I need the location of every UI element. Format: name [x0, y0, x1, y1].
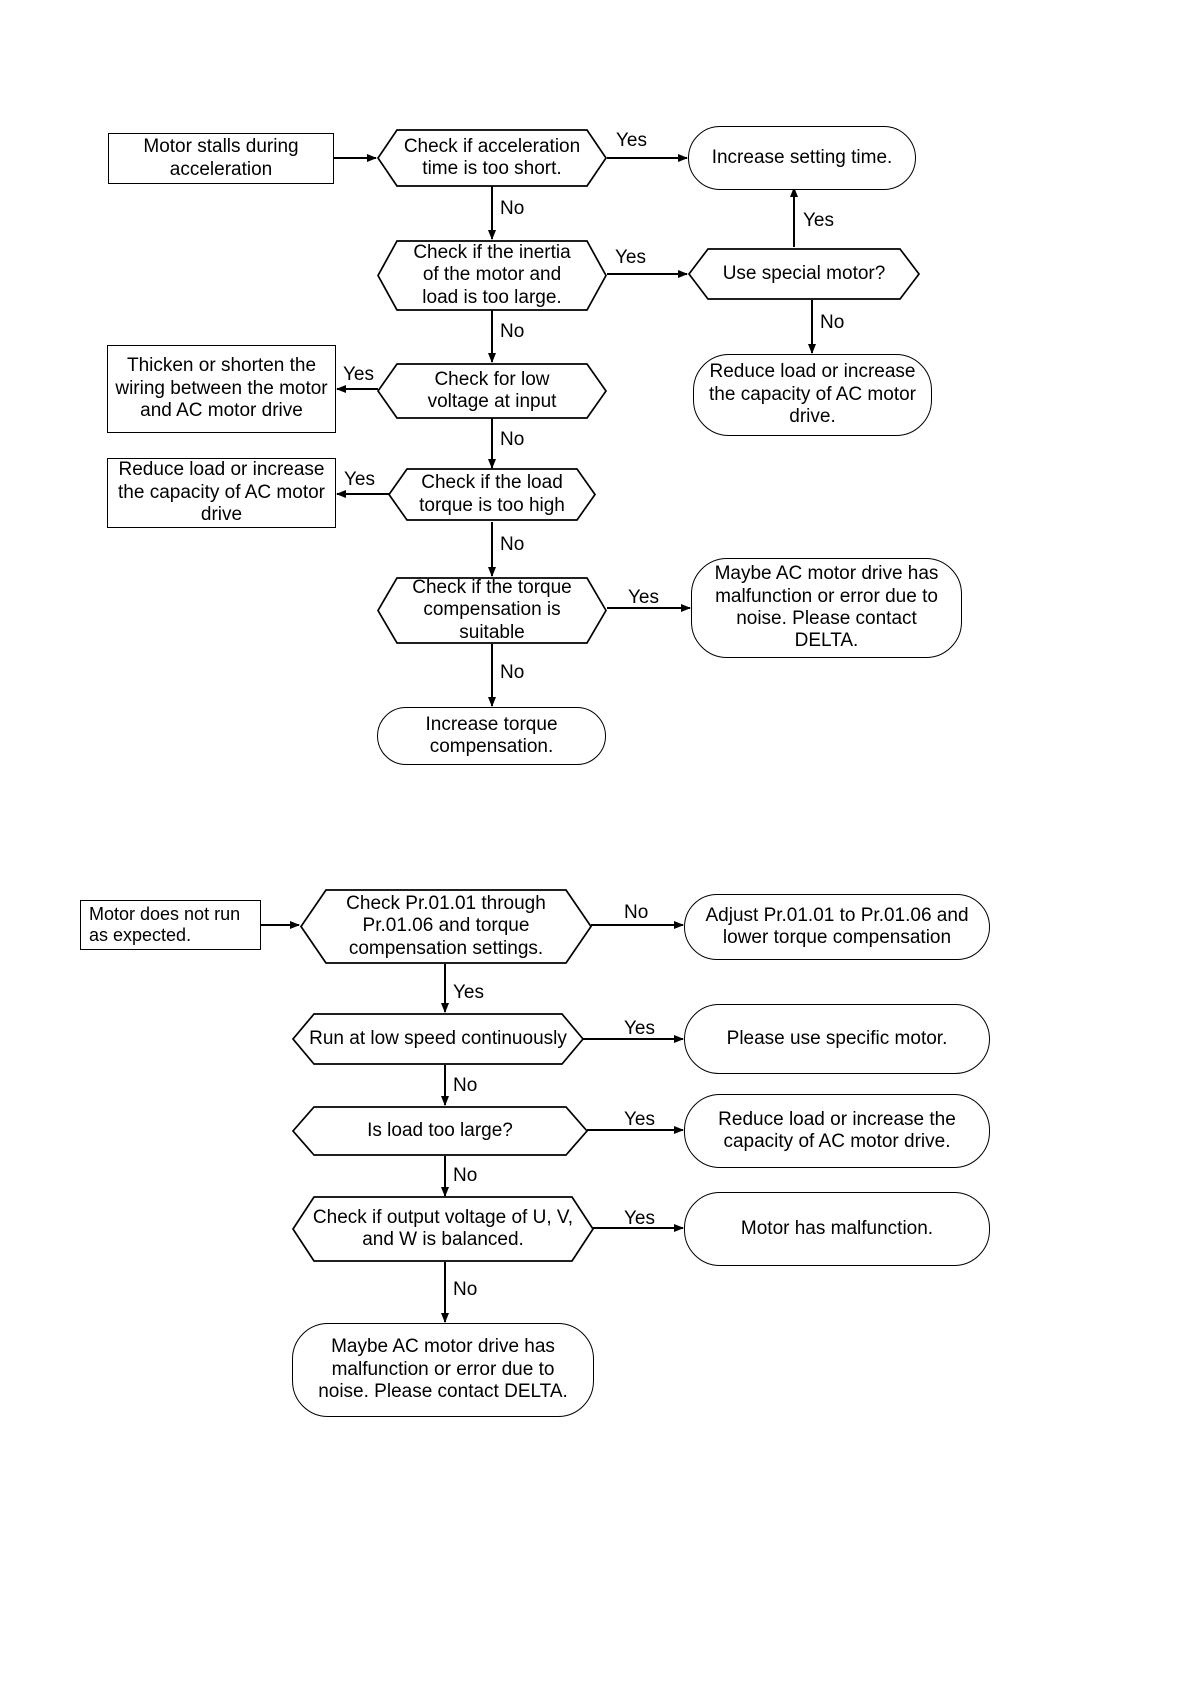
fc1-decision-special-motor-label: Use special motor? — [722, 262, 886, 284]
fc1-edge-special-motor-no: No — [820, 312, 845, 333]
fc2-decision-check-pr: Check Pr.01.01 through Pr.01.06 and torq… — [299, 889, 593, 964]
fc2-edge-d2-no: No — [453, 1075, 478, 1096]
fc2-edge-d1-no: No — [624, 902, 649, 923]
fc1-edge-d5-no: No — [500, 662, 525, 683]
fc1-edge-d4-no: No — [500, 534, 525, 555]
fc2-edge-d4-yes: Yes — [624, 1208, 655, 1229]
fc1-result-increase-torque-comp: Increase torque compensation. — [377, 707, 606, 765]
fc1-start-label: Motor stalls during acceleration — [143, 136, 299, 180]
fc1-edge-d2-no: No — [500, 321, 525, 342]
fc2-decision-output-voltage: Check if output voltage of U, V, and W i… — [291, 1196, 595, 1262]
fc1-decision-low-voltage: Check for low voltage at input — [376, 363, 608, 419]
fc1-result-maybe-drive-malfunction: Maybe AC motor drive has malfunction or … — [691, 558, 962, 658]
fc2-result-reduce-load-capacity-label: Reduce load or increase the capacity of … — [718, 1108, 956, 1152]
fc1-decision-low-voltage-label: Check for low voltage at input — [427, 368, 557, 412]
fc2-start-label: Motor does not run as expected. — [89, 903, 241, 945]
fc1-start-motor-stalls: Motor stalls during acceleration — [108, 133, 334, 184]
fc1-edge-d4-yes: Yes — [344, 469, 375, 490]
fc2-decision-low-speed-label: Run at low speed continuously — [309, 1027, 567, 1049]
fc2-result-maybe-drive-malfunction: Maybe AC motor drive has malfunction or … — [292, 1323, 594, 1417]
fc1-edge-special-motor-yes: Yes — [803, 210, 834, 231]
fc1-result-reduce-load-capacity-2-label: Reduce load or increase the capacity of … — [118, 459, 325, 526]
fc1-decision-load-torque: Check if the load torque is too high — [387, 468, 597, 521]
fc1-decision-torque-comp-label: Check if the torque compensation is suit… — [412, 576, 572, 643]
fc1-result-maybe-drive-malfunction-label: Maybe AC motor drive has malfunction or … — [714, 563, 939, 652]
fc1-edge-d3-no: No — [500, 429, 525, 450]
fc2-edge-d1-yes: Yes — [453, 982, 484, 1003]
fc1-result-increase-torque-comp-label: Increase torque compensation. — [425, 713, 558, 757]
fc2-result-motor-malfunction: Motor has malfunction. — [684, 1192, 990, 1266]
fc1-decision-inertia: Check if the inertia of the motor and lo… — [377, 240, 607, 311]
fc1-edge-d3-yes: Yes — [343, 364, 374, 385]
fc2-result-use-specific-motor-label: Please use specific motor. — [726, 1027, 948, 1049]
fc1-decision-special-motor: Use special motor? — [687, 248, 921, 300]
fc2-edge-d4-no: No — [453, 1279, 478, 1300]
fc2-decision-output-voltage-label: Check if output voltage of U, V, and W i… — [312, 1206, 574, 1250]
fc2-result-use-specific-motor: Please use specific motor. — [684, 1004, 990, 1074]
fc1-edge-d1-yes: Yes — [616, 130, 647, 151]
fc1-decision-load-torque-label: Check if the load torque is too high — [419, 472, 565, 516]
fc2-decision-load-large-label: Is load too large? — [367, 1119, 513, 1141]
fc2-decision-low-speed: Run at low speed continuously — [291, 1013, 585, 1065]
fc1-decision-accel-time: Check if acceleration time is too short. — [376, 129, 608, 187]
fc1-result-reduce-load-capacity-1-label: Reduce load or increase the capacity of … — [709, 361, 916, 428]
fc2-decision-check-pr-label: Check Pr.01.01 through Pr.01.06 and torq… — [346, 892, 546, 959]
fc2-result-adjust-pr: Adjust Pr.01.01 to Pr.01.06 and lower to… — [684, 894, 990, 960]
fc2-result-reduce-load-capacity: Reduce load or increase the capacity of … — [684, 1094, 990, 1168]
fc1-decision-accel-time-label: Check if acceleration time is too short. — [403, 135, 581, 179]
fc1-result-reduce-load-capacity-2: Reduce load or increase the capacity of … — [107, 458, 336, 528]
fc1-result-thicken-wiring: Thicken or shorten the wiring between th… — [107, 345, 336, 433]
fc1-result-reduce-load-capacity-1: Reduce load or increase the capacity of … — [693, 354, 932, 436]
fc1-result-increase-setting-time-label: Increase setting time. — [711, 146, 893, 168]
fc1-result-thicken-wiring-label: Thicken or shorten the wiring between th… — [115, 355, 328, 422]
fc1-result-increase-setting-time: Increase setting time. — [688, 126, 916, 190]
fc1-edge-d5-yes: Yes — [628, 587, 659, 608]
fc2-edge-d2-yes: Yes — [624, 1018, 655, 1039]
fc2-decision-load-large: Is load too large? — [291, 1106, 589, 1156]
fc2-edge-d3-yes: Yes — [624, 1109, 655, 1130]
fc2-result-adjust-pr-label: Adjust Pr.01.01 to Pr.01.06 and lower to… — [705, 904, 969, 948]
fc1-edge-d2-yes: Yes — [615, 247, 646, 268]
fc1-decision-torque-comp: Check if the torque compensation is suit… — [377, 577, 607, 644]
fc2-start-motor-not-run: Motor does not run as expected. — [80, 900, 261, 950]
fc2-edge-d3-no: No — [453, 1165, 478, 1186]
fc2-result-maybe-drive-malfunction-label: Maybe AC motor drive has malfunction or … — [318, 1336, 568, 1403]
fc1-edge-d1-no: No — [500, 198, 525, 219]
fc1-decision-inertia-label: Check if the inertia of the motor and lo… — [413, 241, 571, 308]
fc2-result-motor-malfunction-label: Motor has malfunction. — [740, 1217, 934, 1239]
